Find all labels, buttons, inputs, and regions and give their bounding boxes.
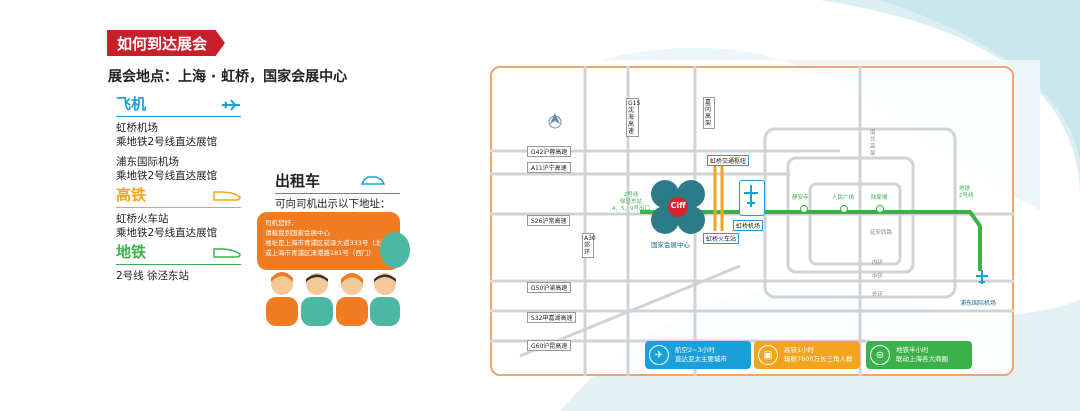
- plane-line-4: 乘地铁2号线直达展馆: [116, 170, 218, 182]
- ring-north-south: 南北高架: [870, 130, 876, 157]
- info-metro-line1: 地铁半小时: [896, 346, 929, 354]
- metro-divider: [116, 264, 241, 265]
- metro-train-icon: [213, 247, 241, 258]
- road-s26: S26沪常高速: [527, 215, 571, 226]
- plane-line-3: 浦东国际机场: [116, 156, 179, 168]
- train-icon: ▣: [758, 345, 778, 365]
- taxi-subtitle: 可向司机出示以下地址：: [275, 198, 391, 210]
- station-dot-2: [840, 205, 848, 213]
- info-card-rail: ▣ 高铁1小时 辐射7600万长三角人群: [754, 341, 860, 369]
- people-illustration: [266, 272, 400, 326]
- reply-bubble: [380, 232, 410, 268]
- rail-line-2: 乘地铁2号线直达展馆: [116, 227, 218, 239]
- rail-section: 高铁 虹桥火车站 乘地铁2号线直达展馆: [116, 184, 241, 240]
- road-g50: G50沪渝高速: [527, 282, 572, 293]
- taxi-section: 出租车 可向司机出示以下地址：: [275, 170, 400, 211]
- road-g42: G42沪蓉高速: [527, 146, 572, 157]
- hongqiao-airport-marker: [739, 180, 765, 216]
- station-lujiazui: 陆家嘴: [871, 195, 888, 201]
- ring-inner: 内环: [872, 260, 884, 266]
- station-label: 虹桥火车站: [703, 233, 740, 244]
- road-a11: A11沪宁高速: [527, 162, 571, 173]
- metro-line2-label: 地铁 2号线: [959, 186, 974, 200]
- bubble-line-4: 或上海市青浦区涞港路181号（西门）: [265, 249, 375, 257]
- station-peoples-square: 人民广场: [832, 195, 855, 201]
- rail-line-1: 虹桥火车站: [116, 213, 169, 225]
- plane-icon: ✈: [649, 345, 669, 365]
- hub-label: 虹桥交通枢纽: [707, 155, 750, 166]
- airport-label: 虹桥机场: [733, 220, 764, 231]
- train-icon: [213, 190, 241, 201]
- bubble-line-1: 司机您好，: [265, 219, 298, 227]
- info-air-line2: 直达亚太主要城市: [675, 355, 727, 363]
- metro-station-name: 徐泾东站: [619, 199, 642, 205]
- metro-station-label: 2号线 徐泾东站 4、5、9号出口: [612, 192, 650, 213]
- taxi-title: 出租车: [275, 172, 321, 190]
- bubble-line-3: 地址是上海市青浦区崧泽大道333号（北门）: [265, 239, 395, 247]
- metro-title: 地铁: [116, 243, 147, 261]
- pudong-plane-icon: [976, 270, 988, 284]
- car-icon: [360, 175, 386, 185]
- venue-label: 国家会展中心: [651, 241, 690, 249]
- venue-location: 展会地点：上海 · 虹桥，国家会展中心: [108, 69, 348, 85]
- metro-exit-label: 4、5、9号出口: [612, 206, 650, 212]
- rail-divider: [116, 207, 241, 208]
- plane-line-1: 虹桥机场: [116, 122, 158, 134]
- metro-word: 地铁: [959, 186, 971, 192]
- station-dot-3: [876, 205, 884, 213]
- taxi-speech-bubble: 司机您好， 请载我到国家会展中心 地址是上海市青浦区崧泽大道333号（北门） 或…: [257, 212, 406, 270]
- info-card-metro: ⊜ 地铁半小时 联动上海各大商圈: [866, 341, 972, 369]
- road-g60: G60沪昆高速: [527, 340, 572, 351]
- info-metro-line2: 联动上海各大商圈: [896, 355, 948, 363]
- pudong-airport-label: 浦东国际机场: [960, 300, 997, 307]
- info-air-line1: 航空2~3小时: [675, 346, 715, 354]
- rail-title: 高铁: [116, 186, 147, 204]
- airport-plane-icon: [744, 185, 758, 207]
- metro-line-1: 2号线 徐泾东站: [116, 270, 190, 282]
- metro-icon: ⊜: [870, 345, 890, 365]
- plane-icon: [222, 98, 240, 111]
- bubble-line-2: 请载我到国家会展中心: [265, 229, 330, 237]
- line-2-word: 2号线: [959, 193, 974, 199]
- ciff-logo-text: Ciff: [670, 201, 686, 210]
- road-g15: G15沈海高速: [626, 98, 641, 137]
- ring-yanan: 延安西路: [870, 230, 893, 236]
- info-rail-line2: 辐射7600万长三角人群: [784, 355, 853, 363]
- section-heading: 如何到达展会: [107, 30, 225, 56]
- info-rail-line1: 高铁1小时: [784, 346, 815, 354]
- plane-line-2: 乘地铁2号线直达展馆: [116, 136, 218, 148]
- ciff-logo: [651, 180, 705, 234]
- road-s32: S32申嘉湖高速: [527, 312, 577, 323]
- station-dot-1: [800, 205, 808, 213]
- road-jiamin: 嘉闵高架: [703, 97, 715, 129]
- plane-title: 飞机: [116, 95, 147, 113]
- station-jingan: 静安寺: [792, 195, 809, 201]
- ring-middle: 中环: [872, 274, 884, 280]
- plane-section: 飞机 虹桥机场 乘地铁2号线直达展馆 浦东国际机场 乘地铁2号线直达展馆: [116, 93, 241, 183]
- info-card-air: ✈ 航空2~3小时 直达亚太主要城市: [645, 341, 751, 369]
- plane-divider: [116, 116, 241, 117]
- road-a30: A30郊环: [582, 233, 596, 258]
- taxi-divider: [275, 193, 400, 194]
- metro-section: 地铁 2号线 徐泾东站: [116, 241, 241, 283]
- ring-outer: 外环: [872, 292, 884, 298]
- compass-icon: [548, 113, 562, 129]
- metro-line-label: 2号线: [623, 192, 639, 198]
